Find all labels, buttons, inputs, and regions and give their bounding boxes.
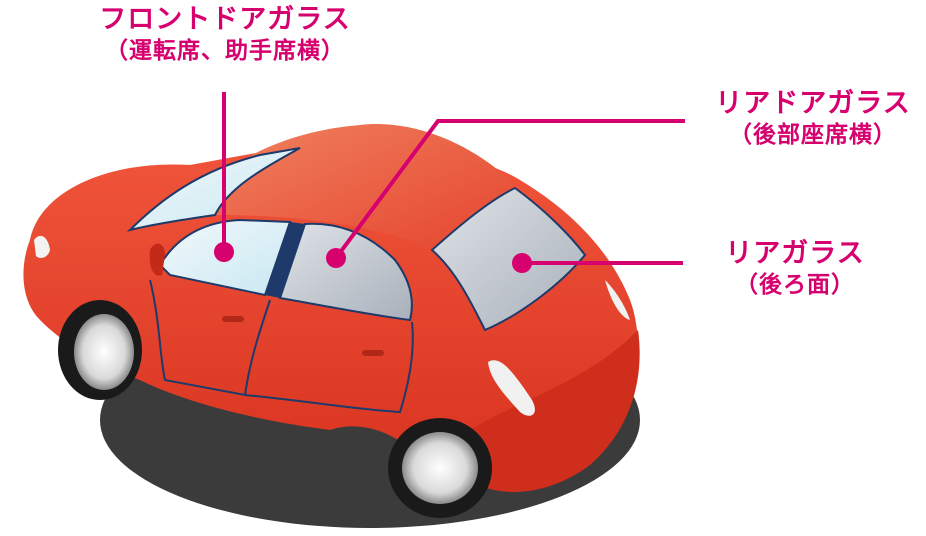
rear-door-glass-title: リアドアガラス bbox=[715, 88, 911, 119]
windshield bbox=[126, 147, 301, 232]
car-roof bbox=[215, 124, 515, 250]
side-mirror bbox=[149, 243, 165, 276]
marker-reardoor bbox=[326, 248, 346, 268]
label-front-door-glass: フロントドアガラス （運転席、助手席横） bbox=[70, 2, 380, 67]
front-door-handle bbox=[222, 316, 244, 322]
front-wheel bbox=[58, 300, 142, 400]
rear-glass-title: リアガラス bbox=[725, 238, 865, 269]
label-rear-glass: リアガラス （後ろ面） bbox=[700, 236, 890, 301]
front-door-glass-sub: （運転席、助手席横） bbox=[105, 38, 345, 65]
marker-front bbox=[214, 242, 234, 262]
rear-bumper bbox=[470, 330, 640, 492]
rear-door-glass-sub: （後部座席横） bbox=[729, 122, 897, 149]
rear-wheel bbox=[388, 418, 492, 518]
rear-glass-sub: （後ろ面） bbox=[735, 272, 855, 299]
rear-door-handle bbox=[362, 350, 384, 356]
label-rear-door-glass: リアドアガラス （後部座席横） bbox=[700, 86, 926, 151]
leader-line-reardoor bbox=[334, 119, 685, 260]
door-outline bbox=[149, 279, 271, 397]
b-pillar bbox=[265, 222, 305, 298]
tail-light-right bbox=[605, 280, 630, 320]
headlight bbox=[34, 235, 50, 258]
tail-light-left bbox=[488, 360, 535, 416]
rear-door-outline bbox=[244, 321, 414, 414]
front-door-glass-title: フロントドアガラス bbox=[99, 4, 351, 35]
rear-glass bbox=[430, 186, 587, 332]
marker-rear bbox=[512, 253, 532, 273]
